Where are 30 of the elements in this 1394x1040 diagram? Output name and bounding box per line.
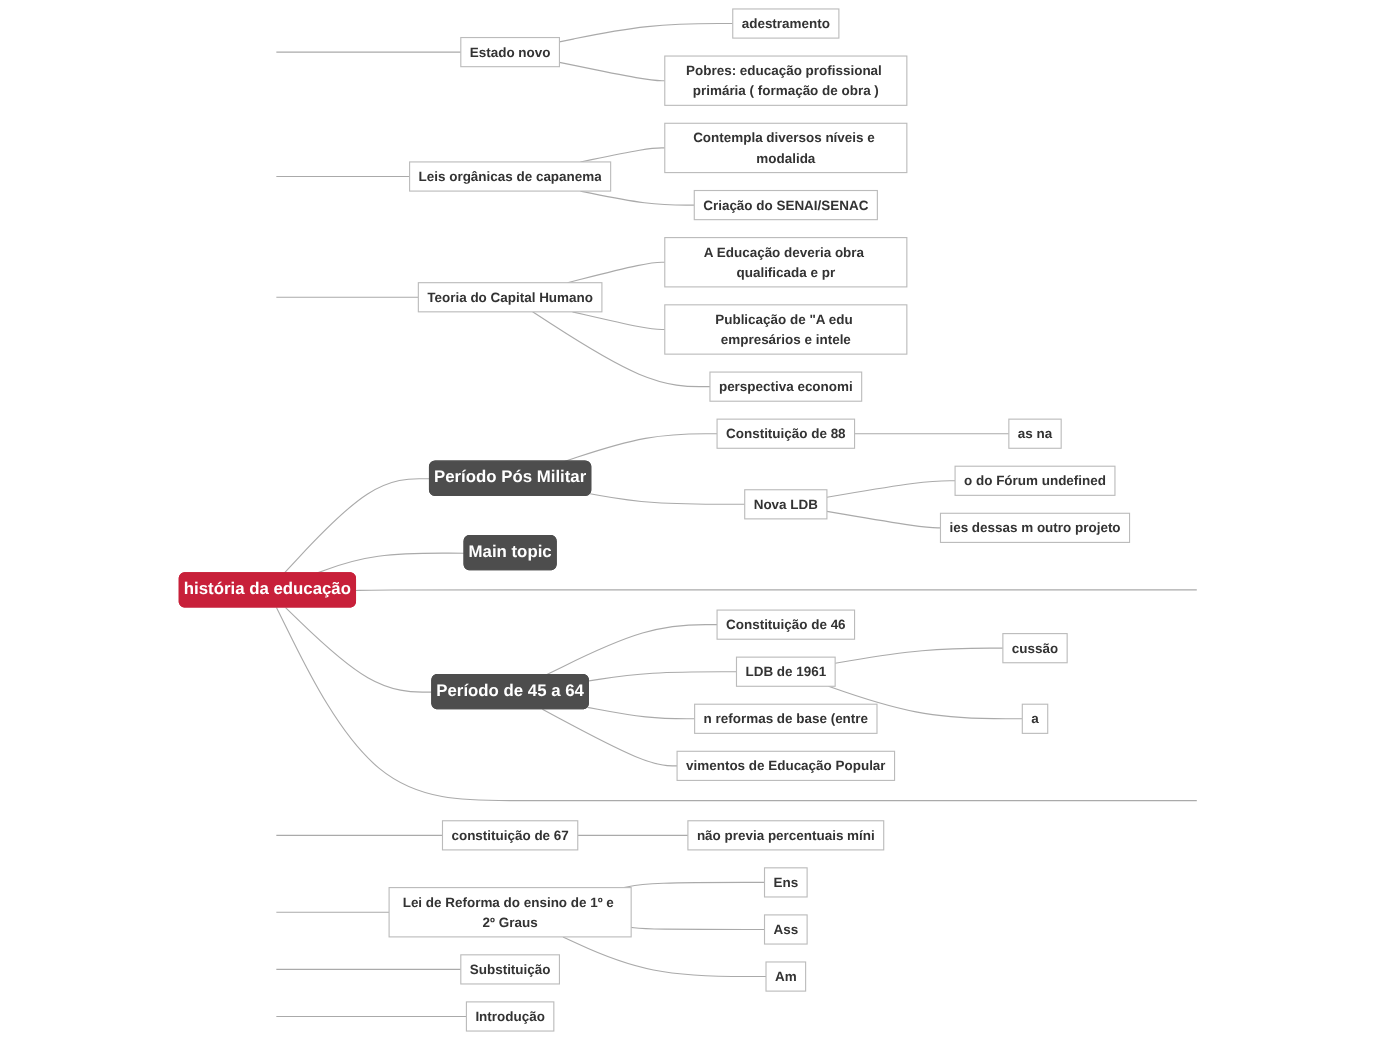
connector xyxy=(558,61,666,82)
connector xyxy=(588,671,738,682)
connector xyxy=(577,834,689,836)
connector xyxy=(355,589,1198,591)
connector xyxy=(558,22,734,43)
connector xyxy=(571,311,666,331)
connector xyxy=(589,493,746,505)
connector xyxy=(275,51,462,53)
connector xyxy=(630,926,766,931)
connector xyxy=(532,311,711,388)
connector xyxy=(283,478,431,574)
connector xyxy=(275,296,419,298)
connector xyxy=(275,911,390,913)
connector xyxy=(541,708,678,767)
connector xyxy=(545,624,718,676)
connector xyxy=(834,647,1004,664)
connector xyxy=(566,261,666,284)
connector xyxy=(275,1015,467,1018)
connector xyxy=(275,968,462,970)
connector xyxy=(587,706,696,720)
connector xyxy=(826,480,956,498)
connector xyxy=(285,607,433,693)
connector xyxy=(562,936,767,978)
connector xyxy=(275,834,444,836)
connector xyxy=(854,433,1010,435)
connector xyxy=(275,175,411,178)
connector xyxy=(315,552,466,574)
connector xyxy=(563,433,718,463)
connector xyxy=(827,685,1023,720)
connector xyxy=(826,510,942,529)
